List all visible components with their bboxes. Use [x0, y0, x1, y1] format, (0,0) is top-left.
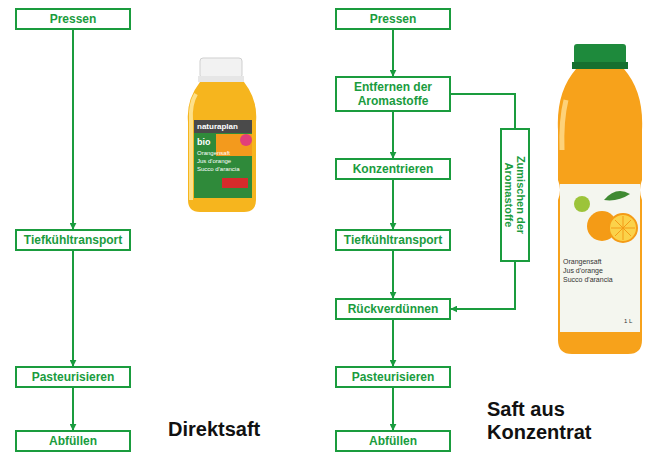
process-box: Pasteurisieren	[335, 366, 451, 388]
step-label: Pasteurisieren	[352, 370, 435, 384]
flow-arrow	[72, 30, 74, 229]
process-box: Tiefkühltransport	[15, 229, 131, 251]
process-box: Abfüllen	[15, 430, 131, 452]
concentrate-juice-bottle	[558, 44, 642, 354]
process-box: Abfüllen	[335, 430, 451, 452]
step-label: Pressen	[50, 12, 97, 26]
process-box: Pressen	[15, 8, 131, 30]
process-box: Pasteurisieren	[15, 366, 131, 388]
flow-arrow	[72, 251, 74, 366]
bottle-label-text: naturaplan	[197, 122, 253, 131]
process-box: Pressen	[335, 8, 451, 30]
flow-arrow	[72, 388, 74, 430]
step-label: Konzentrieren	[353, 162, 434, 176]
bottle-label-text: 1 L	[624, 318, 638, 325]
flow-arrow	[392, 388, 394, 430]
bottle-label-text: Orangensaft	[563, 258, 637, 266]
juice-type-label: Direktsaft	[168, 418, 298, 441]
process-box: Rückverdünnen	[335, 298, 451, 320]
step-label: Tiefkühltransport	[24, 233, 122, 247]
bottle-label-text: Jus d'orange	[563, 267, 637, 275]
bottle-label-text: bio	[197, 137, 217, 147]
flow-arrow	[451, 262, 515, 309]
process-box: Konzentrieren	[335, 158, 451, 180]
step-label: Entfernen der Aromastoffe	[341, 80, 445, 108]
flow-arrow	[392, 320, 394, 366]
flow-arrow	[392, 251, 394, 298]
flow-arrow	[451, 94, 515, 128]
bottle-label-text: Orangensaft	[197, 150, 251, 157]
bottle-label-text: Succo d'arancia	[563, 276, 637, 284]
side-process-box: Zumischen der Aromastoffe	[500, 128, 530, 262]
direct-juice-bottle	[188, 58, 257, 212]
bottle-label-text: Jus d'orange	[197, 158, 251, 165]
flow-arrow	[392, 30, 394, 76]
bottle-label-text: Succo d'arancia	[197, 166, 251, 173]
flow-arrow	[392, 112, 394, 158]
juice-type-label: Saft aus Konzentrat	[487, 398, 637, 444]
step-label: Abfüllen	[369, 434, 417, 448]
step-label: Pressen	[370, 12, 417, 26]
step-label: Abfüllen	[49, 434, 97, 448]
step-label: Zumischen der Aromastoffe	[503, 133, 527, 257]
process-box: Tiefkühltransport	[335, 229, 451, 251]
flow-arrow	[392, 180, 394, 229]
step-label: Pasteurisieren	[32, 370, 115, 384]
step-label: Tiefkühltransport	[344, 233, 442, 247]
process-box: Entfernen der Aromastoffe	[335, 76, 451, 112]
step-label: Rückverdünnen	[348, 302, 439, 316]
